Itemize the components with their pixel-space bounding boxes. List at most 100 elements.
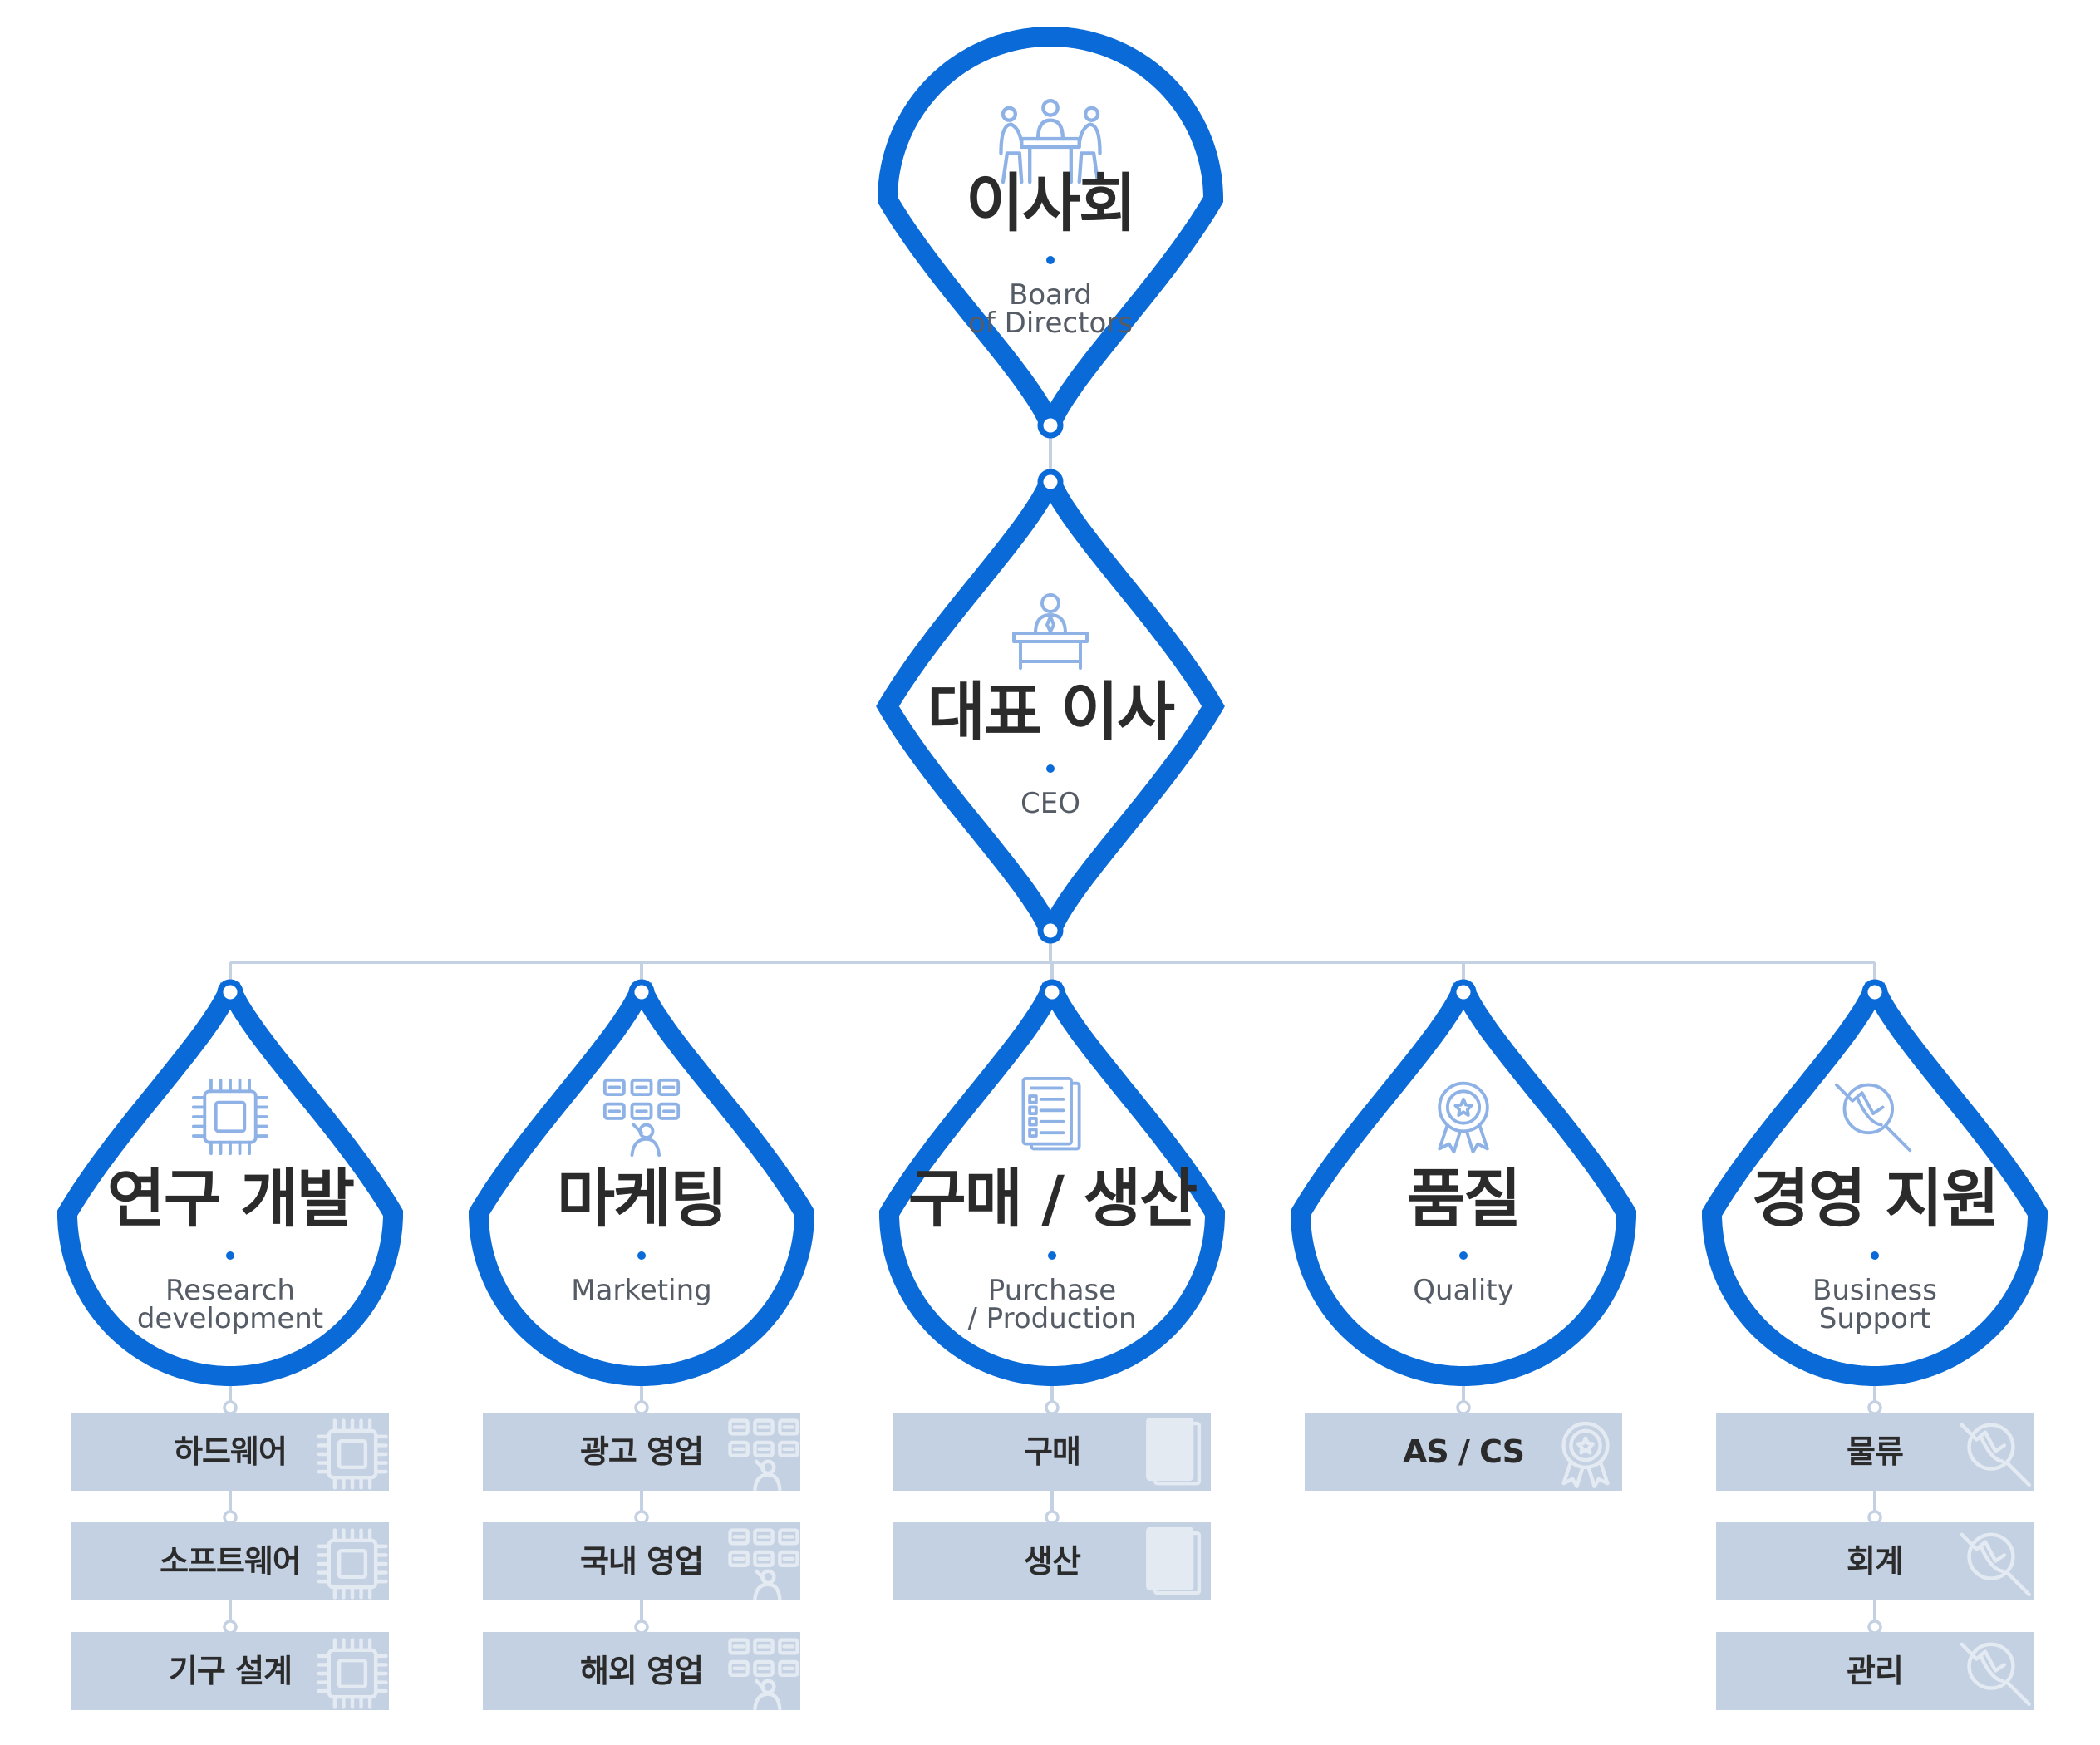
document-list-icon: [1146, 1527, 1202, 1595]
node-title: 경영 지원: [1751, 1162, 1999, 1236]
executive-desk-icon: [1012, 593, 1089, 670]
node-title: 이사회: [966, 166, 1137, 240]
award-badge-icon: [1561, 1421, 1610, 1488]
node-title: 연구 개발: [106, 1162, 355, 1236]
presentation-board-icon: [728, 1638, 799, 1710]
team-nub: [1456, 1400, 1471, 1415]
magnifier-chart-icon: [1960, 1423, 2031, 1487]
separator-dot: [1871, 1251, 1879, 1260]
chip-icon: [317, 1418, 388, 1490]
team-box: 관리: [1716, 1632, 2034, 1710]
board-bottom-nub: [1037, 412, 1064, 439]
team-box: 소프트웨어: [71, 1522, 389, 1600]
chip-icon: [317, 1528, 388, 1600]
chip-icon: [191, 1078, 269, 1156]
team-label: 국내 영업: [579, 1543, 704, 1580]
team-label: 해외 영업: [579, 1653, 704, 1689]
department-top-nub: [628, 979, 655, 1005]
separator-dot: [226, 1251, 234, 1260]
meeting-table-icon: [999, 98, 1102, 184]
team-box: AS / CS: [1305, 1413, 1622, 1491]
chip-icon: [317, 1638, 388, 1709]
award-badge-icon: [1438, 1081, 1489, 1154]
team-nub: [1045, 1510, 1060, 1525]
team-box: 하드웨어: [71, 1413, 389, 1491]
team-nub: [1867, 1400, 1882, 1415]
separator-dot: [1459, 1251, 1468, 1260]
node-english-title: Marketing: [571, 1274, 712, 1307]
team-label: 광고 영업: [579, 1433, 704, 1470]
team-box: 해외 영업: [483, 1632, 800, 1710]
department-node: 연구 개발 Research development: [64, 1162, 396, 1333]
team-label: 회계: [1847, 1543, 1904, 1580]
board-node-shape: [878, 27, 1223, 430]
department-top-nub: [1861, 979, 1888, 1005]
node-title: 구매 / 생산: [907, 1162, 1198, 1236]
team-nub: [634, 1400, 649, 1415]
presentation-board-icon: [728, 1528, 799, 1600]
node-english-title: Research development: [136, 1274, 324, 1335]
ceo-node-shape: [876, 475, 1225, 937]
team-box: 회계: [1716, 1522, 2034, 1600]
department-node: 마케팅 Marketing: [475, 1162, 808, 1328]
ceo-node: 대표 이사 CEO: [884, 675, 1217, 841]
node-english-title: Quality: [1413, 1274, 1514, 1307]
presentation-board-icon: [602, 1078, 681, 1158]
node-title: 대표 이사: [927, 675, 1175, 749]
team-box: 물류: [1716, 1413, 2034, 1491]
department-top-nub: [217, 979, 243, 1005]
department-top-nub: [1450, 979, 1477, 1005]
team-label: 구매: [1024, 1433, 1081, 1470]
team-label: 기구 설계: [168, 1653, 293, 1689]
separator-dot: [1046, 764, 1055, 773]
team-nub: [634, 1510, 649, 1525]
team-nub: [223, 1620, 238, 1634]
department-node: 경영 지원 Business Support: [1709, 1162, 2041, 1333]
team-nub: [1045, 1400, 1060, 1415]
department-node-shape: [57, 982, 403, 1386]
separator-dot: [1048, 1251, 1056, 1260]
magnifier-chart-icon: [1960, 1642, 2031, 1707]
node-title: 품질: [1407, 1162, 1522, 1236]
department-node-shape: [1291, 982, 1636, 1386]
ceo-top-nub: [1037, 469, 1064, 495]
team-nub: [1867, 1510, 1882, 1525]
team-box: 생산: [893, 1522, 1211, 1600]
department-node-shape: [469, 982, 814, 1386]
team-label: 하드웨어: [174, 1433, 288, 1470]
board-node: 이사회 Board of Directors: [884, 166, 1217, 337]
magnifier-chart-icon: [1835, 1083, 1912, 1153]
node-english-title: Business Support: [1812, 1274, 1937, 1335]
document-list-icon: [1021, 1077, 1081, 1151]
node-english-title: Purchase / Production: [967, 1274, 1137, 1335]
team-box: 구매: [893, 1413, 1211, 1491]
department-node: 품질 Quality: [1297, 1162, 1630, 1328]
presentation-board-icon: [728, 1418, 799, 1491]
node-english-title: Board of Directors: [968, 278, 1133, 340]
separator-dot: [637, 1251, 646, 1260]
team-label: 물류: [1847, 1433, 1904, 1470]
node-english-title: CEO: [1020, 787, 1080, 820]
department-node-shape: [879, 982, 1225, 1386]
team-nub: [634, 1620, 649, 1634]
department-node-shape: [1702, 982, 2048, 1386]
team-box: 광고 영업: [483, 1413, 800, 1491]
team-box: 기구 설계: [71, 1632, 389, 1710]
team-nub: [223, 1510, 238, 1525]
team-label: AS / CS: [1402, 1433, 1525, 1470]
team-box: 국내 영업: [483, 1522, 800, 1600]
department-top-nub: [1039, 979, 1065, 1005]
document-list-icon: [1146, 1418, 1202, 1486]
node-title: 마케팅: [557, 1162, 728, 1236]
magnifier-chart-icon: [1960, 1532, 2031, 1597]
department-node: 구매 / 생산 Purchase / Production: [886, 1162, 1218, 1333]
separator-dot: [1046, 256, 1055, 264]
team-label: 관리: [1847, 1653, 1904, 1689]
ceo-bottom-nub: [1037, 917, 1064, 944]
team-label: 소프트웨어: [160, 1543, 302, 1580]
team-nub: [1867, 1620, 1882, 1634]
team-label: 생산: [1024, 1543, 1081, 1580]
team-nub: [223, 1400, 238, 1415]
